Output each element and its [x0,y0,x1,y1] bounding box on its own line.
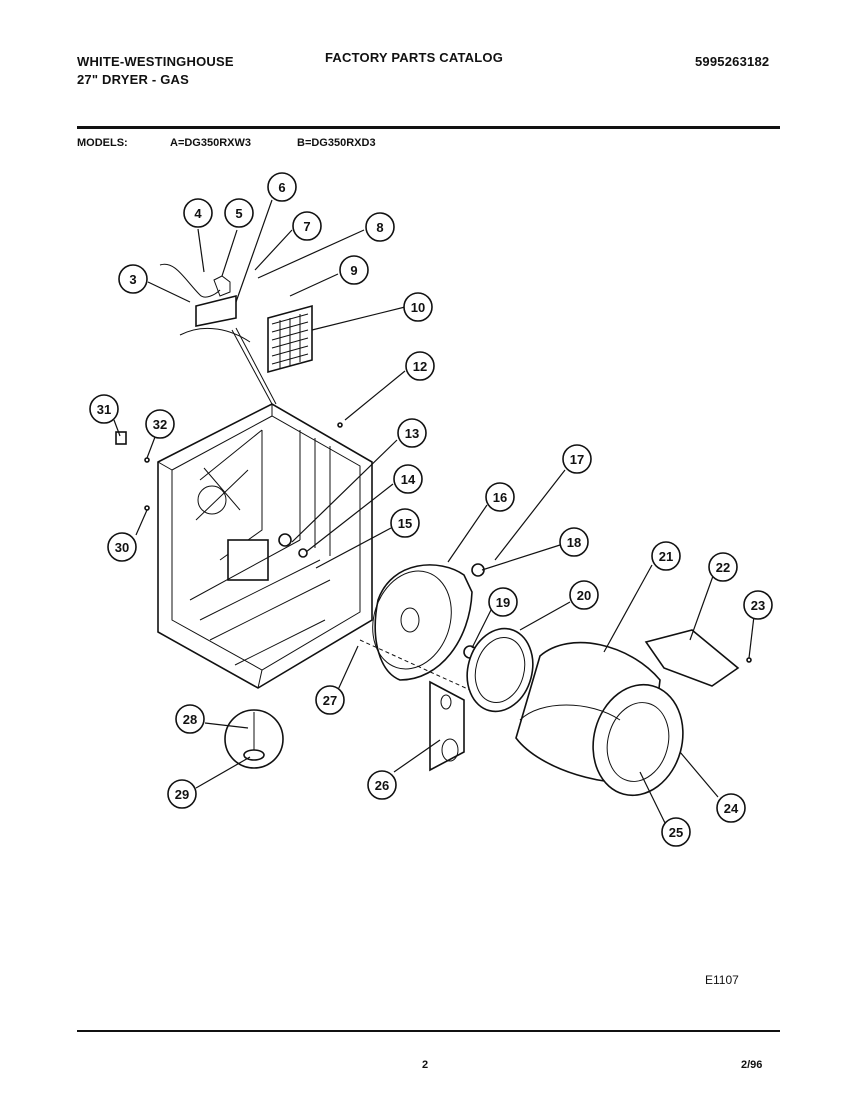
callout-15-label: 15 [398,516,412,531]
callout-13: 13 [397,418,427,448]
part-14-washer [298,548,308,558]
callout-17-label: 17 [570,452,584,467]
callout-25: 25 [661,817,691,847]
product-subtitle: 27" DRYER - GAS [77,72,189,87]
callout-15: 15 [390,508,420,538]
callout-28-label: 28 [183,712,197,727]
callout-25-label: 25 [669,825,683,840]
callout-10: 10 [403,292,433,322]
top-rule [77,126,780,129]
callout-28: 28 [175,704,205,734]
callout-7-label: 7 [303,219,310,234]
leader-lines [113,199,755,824]
callout-32-label: 32 [153,417,167,432]
callout-19-label: 19 [496,595,510,610]
exhaust-duct-drawing [429,680,465,772]
callout-30: 30 [107,532,137,562]
callout-16-label: 16 [493,490,507,505]
callout-9-label: 9 [350,263,357,278]
callout-29-label: 29 [175,787,189,802]
catalog-part-number: 5995263182 [695,54,770,69]
drum-baffle-drawing [644,629,740,687]
callout-5: 5 [224,198,254,228]
callout-4-label: 4 [194,206,202,221]
callout-5-label: 5 [235,206,242,221]
callout-18-label: 18 [567,535,581,550]
callout-29: 29 [167,779,197,809]
drum-seal-drawing [466,627,534,713]
callout-14-label: 14 [401,472,416,487]
callout-7: 7 [292,211,322,241]
model-b: B=DG350RXD3 [297,137,376,149]
part-13-roller [278,533,292,547]
bottom-rule [77,1030,780,1032]
callout-22: 22 [708,552,738,582]
callout-13-label: 13 [405,426,419,441]
callout-20-label: 20 [577,588,591,603]
callout-23: 23 [743,590,773,620]
callout-3-label: 3 [129,272,136,287]
callout-8-label: 8 [376,220,383,235]
part-18-roller [471,563,485,577]
callout-24-label: 24 [724,801,739,816]
callout-9: 9 [339,255,369,285]
callout-27: 27 [315,685,345,715]
page-number: 2 [422,1059,429,1071]
callout-30-label: 30 [115,540,129,555]
callout-21: 21 [651,541,681,571]
callout-20: 20 [569,580,599,610]
catalog-title: FACTORY PARTS CATALOG [325,50,504,65]
part-12-screw [337,422,343,428]
callout-24: 24 [716,793,746,823]
cabinet-drawing [157,403,373,689]
callout-17: 17 [562,444,592,474]
callout-12: 12 [405,351,435,381]
vent-grille-drawing [267,304,313,374]
callout-19: 19 [488,587,518,617]
callout-12-label: 12 [413,359,427,374]
brand-title: WHITE-WESTINGHOUSE [77,54,234,69]
revision-date: 2/96 [741,1059,763,1071]
callout-21-label: 21 [659,549,673,564]
callout-27-label: 27 [323,693,337,708]
diagram-code: E1107 [705,973,739,987]
callout-10-label: 10 [411,300,425,315]
drum-drawing [515,641,684,797]
callout-6-label: 6 [278,180,285,195]
callout-8: 8 [365,212,395,242]
leveling-leg-drawing [224,709,284,769]
callout-26: 26 [367,770,397,800]
models-label: MODELS: [77,137,128,149]
model-a: A=DG350RXW3 [170,137,252,149]
callout-26-label: 26 [375,778,389,793]
part-31-clip [115,431,127,445]
part-23-screw [746,657,752,663]
callout-18: 18 [559,527,589,557]
part-32-screw [144,457,150,463]
bulkhead-drawing [359,564,473,691]
callout-14: 14 [393,464,423,494]
callout-4: 4 [183,198,213,228]
callout-31: 31 [89,394,119,424]
callout-31-label: 31 [97,402,111,417]
callout-23-label: 23 [751,598,765,613]
callout-22-label: 22 [716,560,730,575]
callout-3: 3 [118,264,148,294]
callout-6: 6 [267,172,297,202]
callout-16: 16 [485,482,515,512]
part-30-screw [144,505,150,511]
callout-32: 32 [145,409,175,439]
wiring-parts-drawing [159,263,277,405]
